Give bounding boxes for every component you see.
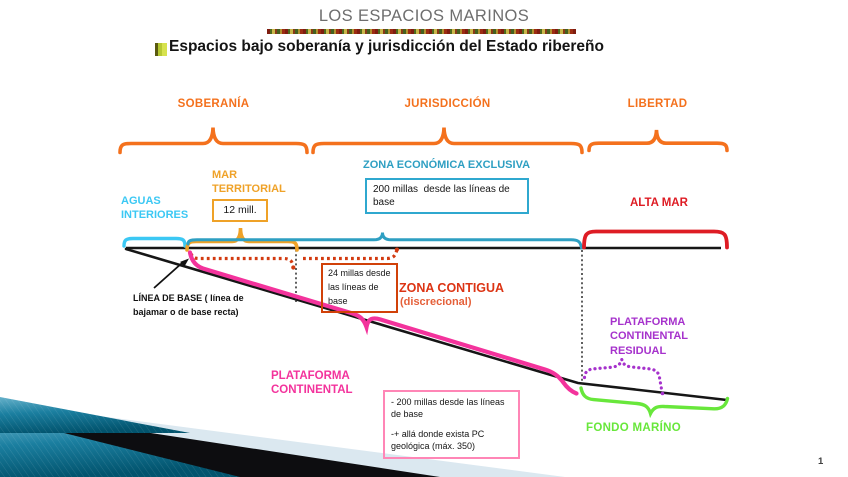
plataforma-continental-box: - 200 millas desde las líneas de base -+… [383, 390, 520, 459]
page-number: 1 [818, 456, 824, 467]
plataforma-box-line1: - 200 millas desde las líneas de base [391, 397, 505, 420]
label-linea-de-base: LÍNEA DE BASE ( línea de bajamar o de ba… [133, 293, 244, 317]
plataforma-continental-brace [187, 250, 579, 396]
linea-de-base-arrowhead [180, 258, 189, 267]
page-title: LOS ESPACIOS MARINOS [318, 7, 530, 25]
aguas-interiores-bracket [122, 236, 187, 248]
zee-200-millas-box: 200 millas desde las líneas de base [365, 178, 529, 214]
zona-contigua-24-millas-box: 24 millas desde las líneas de base [321, 263, 398, 313]
alta-mar-bracket [582, 229, 729, 250]
label-zona-contigua-discrecional: (discrecional) [400, 296, 472, 308]
label-mar-territorial: MAR TERRITORIAL [212, 169, 286, 195]
jurisdiccion-brace [311, 127, 584, 155]
soberania-brace [118, 127, 309, 155]
zona-contigua-dotted-arrow-left [189, 252, 295, 267]
region-label-libertad: LIBERTAD [627, 98, 688, 110]
plataforma-box-line2: -+ allá donde exista PC geológica (máx. … [391, 429, 485, 452]
fondo-marino-brace [579, 386, 730, 419]
linea-de-base-arrow [153, 262, 183, 289]
title-divider-strip [267, 29, 576, 34]
region-label-soberania: SOBERANÍA [177, 98, 250, 110]
label-aguas-interiores: AGUAS INTERIORES [121, 195, 189, 221]
mar-territorial-brace [185, 227, 299, 252]
slide-subtitle: Espacios bajo soberanía y jurisdicción d… [169, 38, 604, 55]
label-zona-contigua: ZONA CONTIGUA [399, 281, 505, 295]
label-zona-economica-exclusiva: ZONA ECONÓMICA EXCLUSIVA [363, 159, 531, 171]
libertad-brace [587, 129, 729, 153]
plataforma-residual-dotted-brace [582, 359, 664, 391]
label-fondo-marino: FONDO MARÍNO [586, 422, 681, 434]
label-alta-mar: ALTA MAR [630, 197, 688, 209]
label-plataforma-continental-residual: PLATAFORMA CONTINENTAL RESIDUAL [610, 316, 688, 357]
label-plataforma-continental: PLATAFORMA CONTINENTAL [271, 370, 353, 397]
region-label-jurisdiccion: JURISDICCIÓN [404, 98, 491, 110]
zona-contigua-dotted-arrow-right [303, 250, 399, 261]
seabed-line [124, 247, 729, 402]
mar-territorial-12-mill-box: 12 mill. [212, 199, 268, 222]
bullet-square-icon [155, 43, 167, 56]
zee-brace [186, 232, 583, 250]
